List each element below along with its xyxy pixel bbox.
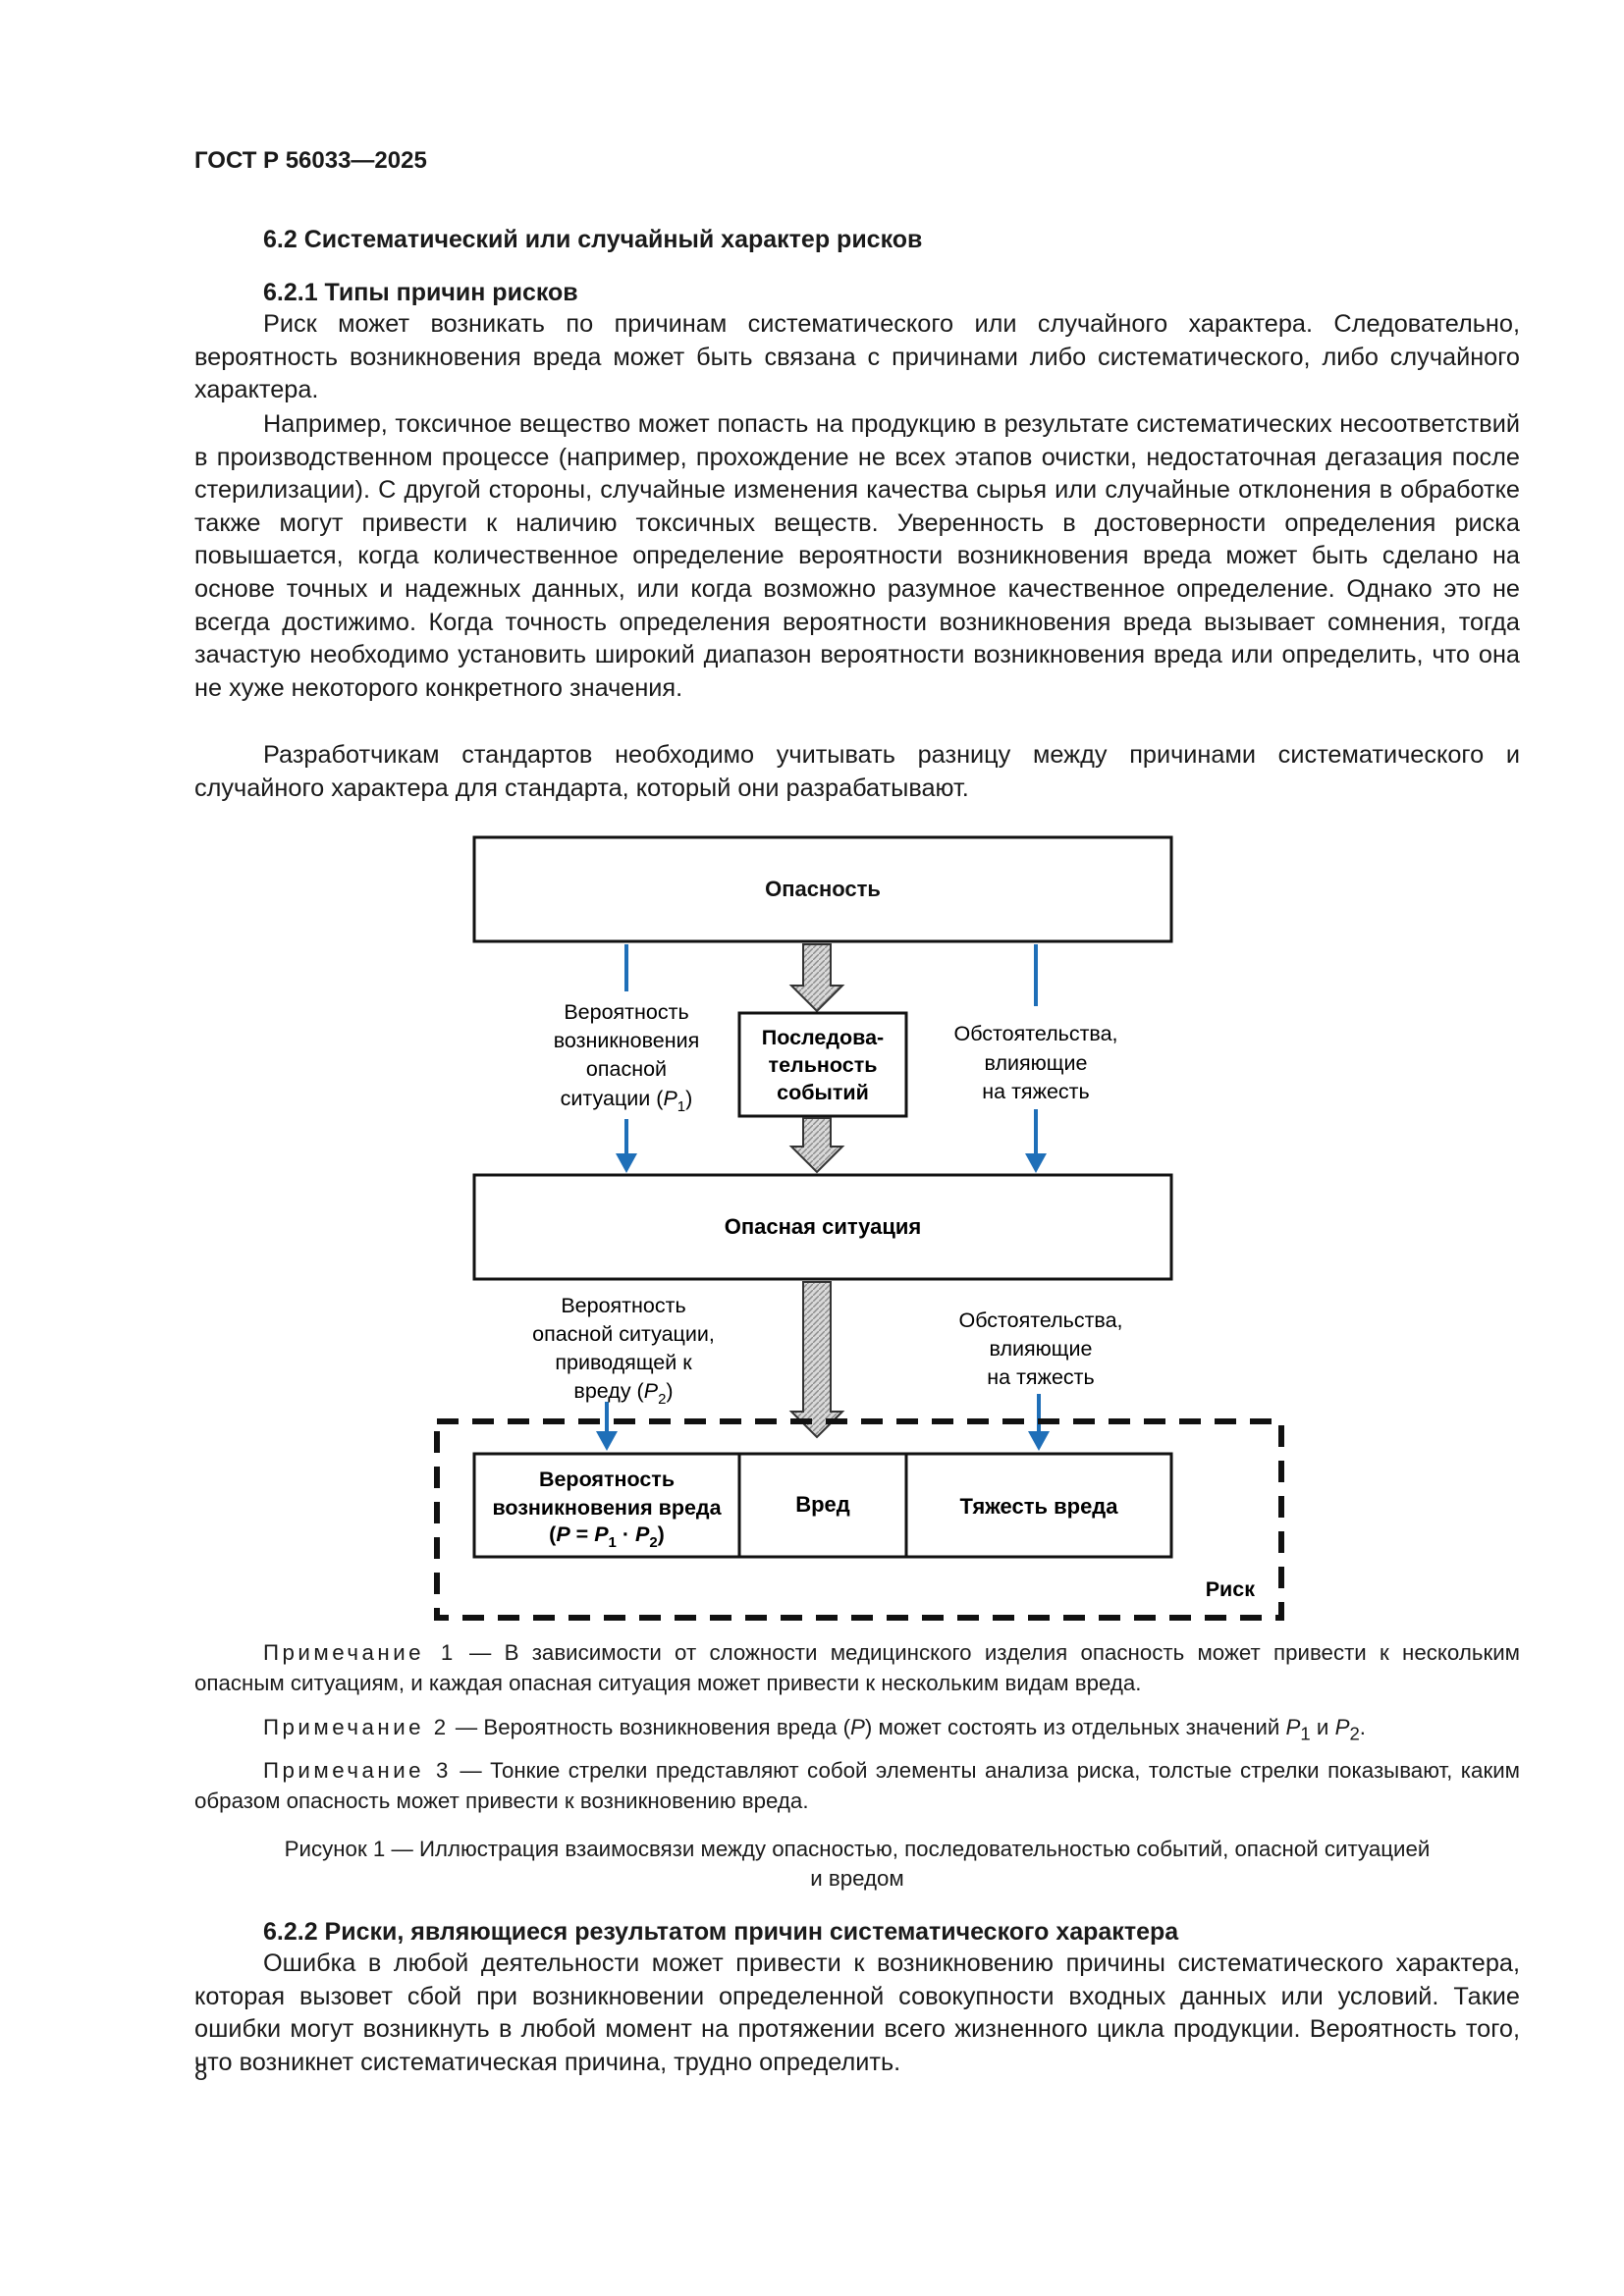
note-2-sub-2: 2 — [1349, 1723, 1360, 1744]
sequence-line-1: Последова- — [762, 1026, 884, 1049]
circ-2-line-2: влияющие — [990, 1337, 1093, 1361]
prob-p1-line-2: возникновения — [554, 1029, 700, 1052]
paragraph-3: Разработчикам стандартов необходимо учит… — [194, 741, 1520, 802]
thick-arrow-2 — [788, 1117, 845, 1174]
harm-cell — [737, 1452, 908, 1559]
paragraph-4: Ошибка в любой деятельности может привес… — [194, 1949, 1520, 2076]
section-6-2-title: 6.2 Систематический или случайный характ… — [263, 226, 923, 253]
hazardous-situation-label: Опасная ситуация — [725, 1214, 922, 1239]
note-1-label: Примечание 1 — [263, 1640, 457, 1665]
prob-p2-line-1: Вероятность — [561, 1294, 685, 1317]
prob-p2-line-2: опасной ситуации, — [532, 1322, 715, 1346]
section-6-2-2-title: 6.2.2 Риски, являющиеся результатом прич… — [263, 1918, 1179, 1946]
thin-arrow-right-2-head — [1028, 1431, 1050, 1451]
thin-arrow-left-1-head — [616, 1153, 637, 1173]
thick-arrow-3 — [788, 1281, 845, 1439]
prob-p1-line-4: ситуации (P1) — [561, 1087, 693, 1115]
circ-2-line-3: на тяжесть — [987, 1365, 1094, 1389]
harm-probability-cell — [472, 1452, 741, 1559]
note-2-p: P — [850, 1715, 865, 1739]
paragraph-2: Например, токсичное вещество может попас… — [194, 410, 1520, 702]
severity-label: Тяжесть вреда — [959, 1494, 1118, 1519]
circ-1-line-3: на тяжесть — [982, 1080, 1089, 1103]
note-1: Примечание 1 — В зависимости от сложност… — [194, 1637, 1520, 1698]
prob-p2-line-3: приводящей к — [555, 1351, 692, 1374]
harm-label: Вред — [795, 1492, 850, 1517]
prob-p2-line-4: вреду (P2) — [573, 1379, 673, 1408]
hazard-label: Опасность — [765, 877, 881, 901]
note-3-label: Примечание 3 — [263, 1758, 452, 1783]
note-2-text-b: ) может состоять из отдельных значений — [864, 1715, 1286, 1739]
note-2-end: . — [1359, 1715, 1366, 1739]
figure-caption-line-1: Рисунок 1 — Иллюстрация взаимосвязи межд… — [284, 1837, 1431, 1861]
prob-p1-line-1: Вероятность — [564, 1000, 688, 1024]
circ-1-line-1: Обстоятельства, — [953, 1022, 1117, 1045]
hazardous-situation-box — [472, 1173, 1173, 1281]
severity-cell — [904, 1452, 1173, 1559]
circ-2-line-1: Обстоятельства, — [958, 1308, 1122, 1332]
prob-p1-line-3: опасной — [586, 1057, 667, 1081]
figure-caption-line-2: и вредом — [810, 1866, 904, 1891]
note-2-p1: P — [1285, 1715, 1301, 1739]
note-1-text: — В зависимости от сложности медицинског… — [194, 1640, 1520, 1695]
note-2-text-a: — Вероятность возникновения вреда ( — [449, 1715, 851, 1739]
sequence-box — [737, 1011, 908, 1118]
hazard-box — [472, 835, 1173, 943]
circ-1-line-2: влияющие — [985, 1051, 1088, 1075]
note-2: Примечание 2 — Вероятность возникновения… — [194, 1712, 1520, 1748]
paragraph-1: Риск может возникать по причинам система… — [194, 310, 1520, 404]
harm-prob-line-1: Вероятность — [539, 1468, 675, 1491]
note-2-text-c: и — [1310, 1715, 1335, 1739]
harm-prob-formula: (P = P1 · P2) — [549, 1522, 665, 1551]
risk-region — [434, 1418, 1284, 1621]
risk-label: Риск — [1206, 1577, 1256, 1601]
note-3: Примечание 3 — Тонкие стрелки представля… — [194, 1755, 1520, 1816]
document-header: ГОСТ Р 56033—2025 — [194, 147, 427, 174]
sequence-line-3: событий — [777, 1081, 869, 1104]
section-6-2-1-title: 6.2.1 Типы причин рисков — [263, 279, 578, 306]
page-number: 8 — [194, 2059, 208, 2086]
thin-arrow-right-1-head — [1025, 1153, 1047, 1173]
thick-arrow-1 — [788, 943, 845, 1013]
note-3-text: — Тонкие стрелки представляют собой элем… — [194, 1758, 1520, 1813]
sequence-line-2: тельность — [769, 1053, 878, 1077]
note-2-p2: P — [1334, 1715, 1350, 1739]
note-2-sub-1: 1 — [1300, 1723, 1311, 1744]
note-2-label: Примечание 2 — [263, 1715, 450, 1739]
harm-prob-line-2: возникновения вреда — [492, 1496, 722, 1520]
thin-arrow-left-2-head — [596, 1431, 618, 1451]
